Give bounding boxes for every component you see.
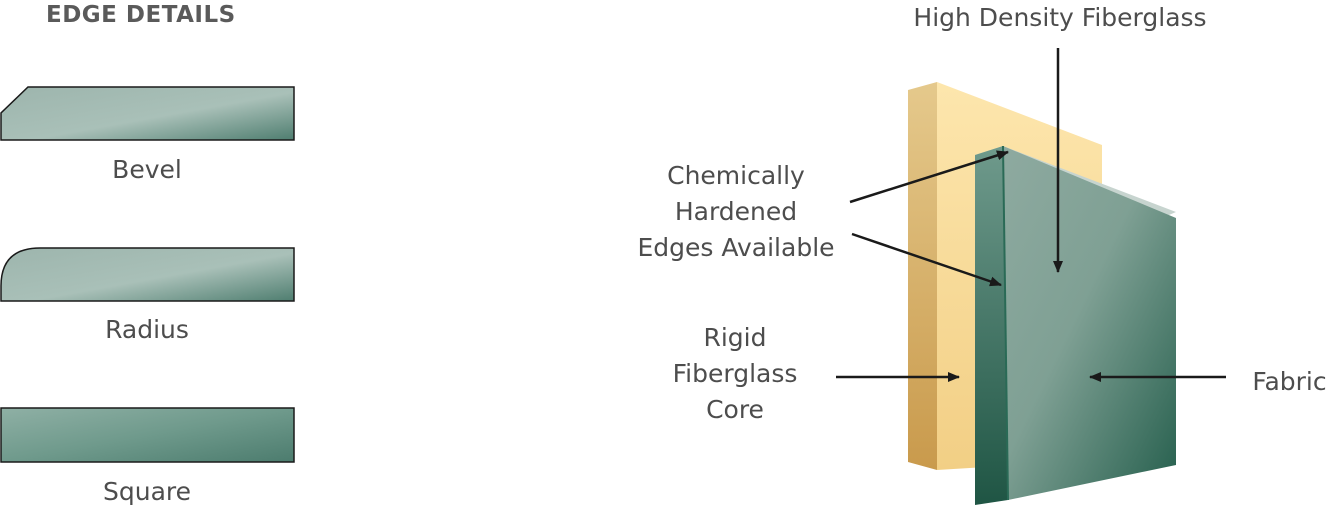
panel-side [975, 146, 1008, 505]
fabric-label: Fabric [1252, 367, 1327, 396]
radius-edge-shape [0, 247, 295, 302]
core-side [908, 82, 937, 470]
bevel-label: Bevel [112, 155, 182, 184]
rigid-line-1: Rigid [703, 323, 767, 352]
chemically-hardened-label: Chemically Hardened Edges Available [620, 158, 852, 266]
edge-details-heading: EDGE DETAILS [46, 2, 236, 28]
rigid-core-label: Rigid Fiberglass Core [655, 320, 815, 428]
fabric-panel-face [1003, 146, 1176, 500]
chemically-line-1: Chemically [667, 161, 805, 190]
chemically-line-3: Edges Available [637, 233, 835, 262]
panel-edge-line [1002, 145, 1009, 501]
bevel-edge-shape [0, 86, 295, 141]
square-label: Square [102, 477, 191, 506]
chemically-line-2: Hardened [674, 197, 798, 226]
high-density-label: High Density Fiberglass [913, 3, 1207, 32]
square-edge-shape [0, 407, 295, 463]
radius-label: Radius [105, 315, 189, 344]
rigid-line-2: Fiberglass [672, 359, 798, 388]
rigid-line-3: Core [706, 395, 764, 424]
arrow-chemically-bottom [851, 232, 1002, 287]
arrow-chemically-top [849, 150, 1009, 204]
